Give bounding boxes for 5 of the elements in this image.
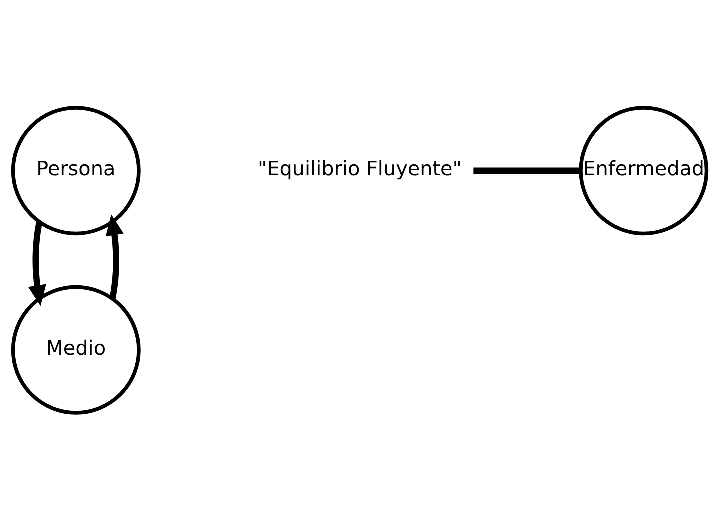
connector xyxy=(474,168,581,174)
arrow xyxy=(106,214,124,300)
node-text: "Equilibrio Fluyente" xyxy=(258,158,462,181)
node-circle: Enfermedad xyxy=(579,106,709,236)
arrow xyxy=(28,222,46,306)
